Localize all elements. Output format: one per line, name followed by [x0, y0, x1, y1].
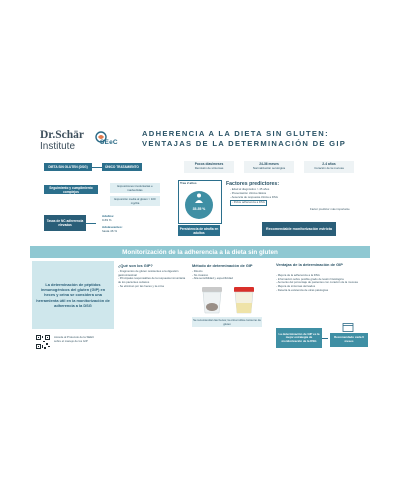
what-text: Principales responsables de la respuesta…: [118, 276, 186, 285]
only-treatment-box: ÚNICO TRATAMIENTO: [102, 163, 142, 171]
recommended-box: Recomendable monitorización estricta: [262, 222, 336, 236]
adolescents-value: hasta 46 %: [102, 228, 118, 233]
what-item: - Principales responsables de la respues…: [118, 276, 186, 285]
stool-sample-cup: [202, 287, 222, 314]
advantage-item: - Mejora de la adherencia a la DSG: [276, 273, 320, 277]
factor-text: Presentación clínica clásica: [231, 191, 267, 195]
advantages-list: - Mejora de la adherencia a la DSG - Inf…: [276, 273, 366, 293]
persistence-label: Persistencia de atrofia en adultos: [178, 225, 220, 236]
calendar-icon: [342, 323, 354, 332]
what-text: Se eliminan por las heces y la orina: [119, 283, 164, 288]
method-text: No invasivo: [193, 272, 209, 277]
timeline-desc: Remisión de síntomas: [194, 166, 224, 170]
method-title: Método de determinación de GIP: [192, 263, 253, 268]
timeline-step-2: 24-36 meses Normalización serológica: [244, 161, 294, 173]
method-item: - Directo: [192, 269, 203, 273]
advantage-text: Aumento del porcentaje de pacientes con …: [277, 280, 358, 285]
factor-item: - Ausencia de respuesta clínica a DSG: [230, 195, 278, 199]
advantage-item: - Mejora de síntomas derivados: [276, 284, 316, 289]
exposures-box: Exposiciones involuntarias e inadvertida…: [110, 183, 160, 193]
conclusion-box: La determinación de GIP es la mejor estr…: [276, 328, 322, 348]
factors-title: Factores predictores:: [226, 181, 280, 187]
what-list: - Fragmentos de gluten resistentes a la …: [118, 269, 188, 289]
method-item: - Alta sensibilidad y especificidad: [192, 276, 233, 281]
timeline-desc: Normalización serológica: [252, 166, 286, 170]
gip-intro-box: La determinación de péptidos inmunogénic…: [32, 261, 114, 329]
timeline-value: 24-36 meses: [259, 162, 279, 167]
modifiable-note: Factor predictor más importante: [310, 207, 350, 211]
advantage-text: Detecta la existencia de otras patología…: [277, 287, 329, 292]
advantage-item: - Detecta la existencia de otras patolog…: [276, 287, 329, 292]
diet-box: DIETA SIN GLUTEN (DSG): [44, 163, 92, 171]
what-item: - Fragmentos de gluten resistentes a la …: [118, 269, 179, 277]
samples-note: Se recomiendan las heces; la orina indic…: [192, 317, 262, 327]
timeline-step-1: Pocos días/meses Remisión de síntomas: [184, 161, 234, 173]
infographic-poster: Dr.Schär Institute SEeC ADHERENCIA A LA …: [30, 125, 370, 375]
frequency-box: Recomendado cada 6 meses: [330, 333, 368, 347]
factor-item: - Edad al diagnóstico > 45 años: [230, 187, 270, 191]
what-title: ¿Qué son los GIP?: [118, 263, 153, 268]
adults-label: Adultos:: [102, 214, 115, 218]
factor-item: - Presentación clínica clásica: [230, 191, 267, 195]
method-item: - No invasivo: [192, 272, 209, 277]
seoc-logo: [95, 131, 107, 143]
nc-box: Tasas de NC adherencia elevadas: [44, 215, 86, 231]
follow-up-box: Seguimiento y cumplimiento complejos: [44, 185, 98, 194]
advantage-text: Mejora de síntomas derivados: [277, 284, 316, 289]
arrow: [92, 167, 102, 168]
factor-text: Edad al diagnóstico > 45 años: [231, 187, 270, 191]
advantage-text: Información sobre posible grado de lesió…: [277, 276, 344, 281]
exposure-amount-box: Exposición media al gluten > 100 mg/día: [110, 196, 160, 206]
seoc-logo-text: SEeC: [100, 139, 118, 146]
monitoring-band: Monitorización de la adherencia a la die…: [30, 246, 370, 258]
what-item: - Se eliminan por las heces y la orina: [118, 283, 164, 288]
adults-stat: Adultos: 0-69 %: [102, 214, 115, 222]
persistence-pct: 35-55 %: [192, 207, 206, 211]
logo-brand: Dr.Schär: [40, 129, 84, 141]
method-list: - Directo - No invasivo - Alta sensibili…: [192, 269, 233, 281]
arrow: [322, 338, 328, 339]
factor-text: Pobre adherencia a DSG: [233, 200, 265, 204]
urine-sample-cup: [234, 287, 254, 314]
factor-item-highlight: - Pobre adherencia a DSG: [230, 200, 267, 206]
timeline-step-3: 2-4 años Curación de la mucosa: [304, 161, 354, 173]
factor-text: Ausencia de respuesta clínica a DSG: [231, 195, 278, 199]
advantage-item: - Aumento del porcentaje de pacientes co…: [276, 280, 358, 285]
person-icon: [195, 193, 203, 203]
advantages-title: Ventajas de la determinación de GIP: [276, 262, 343, 267]
adolescents-stat: Adolescentes: hasta 46 %: [102, 225, 123, 233]
timeline-value: Pocos días/meses: [194, 162, 224, 167]
adults-value: 0-69 %: [102, 217, 112, 222]
access-note: Accede al Protocolo de la SEEC sobre el …: [54, 335, 95, 343]
advantage-text: Mejora de la adherencia a la DSG: [277, 273, 320, 277]
advantage-item: - Información sobre posible grado de les…: [276, 276, 344, 281]
method-text: Directo: [193, 269, 203, 273]
access-line: Accede al Protocolo de la SEEC: [54, 335, 95, 339]
method-text: Alta sensibilidad y especificidad: [193, 276, 233, 281]
timeline-value: 2-4 años: [322, 162, 336, 167]
access-line: sobre el manejo de los GIP: [54, 338, 88, 343]
what-text: Fragmentos de gluten resistentes a la di…: [118, 269, 179, 277]
arrow: [86, 223, 96, 224]
logo-sub: Institute: [40, 141, 76, 152]
timeline-desc: Curación de la mucosa: [314, 166, 344, 170]
qr-code-icon[interactable]: [35, 334, 51, 350]
poster-title: ADHERENCIA A LA DIETA SIN GLUTEN: VENTAJ…: [142, 129, 347, 148]
adolescents-label: Adolescentes:: [102, 225, 123, 229]
drschar-logo: Dr.Schär Institute: [40, 129, 84, 152]
persistence-panel: [178, 180, 222, 224]
after-years-label: Tras 2 años: [180, 181, 197, 185]
